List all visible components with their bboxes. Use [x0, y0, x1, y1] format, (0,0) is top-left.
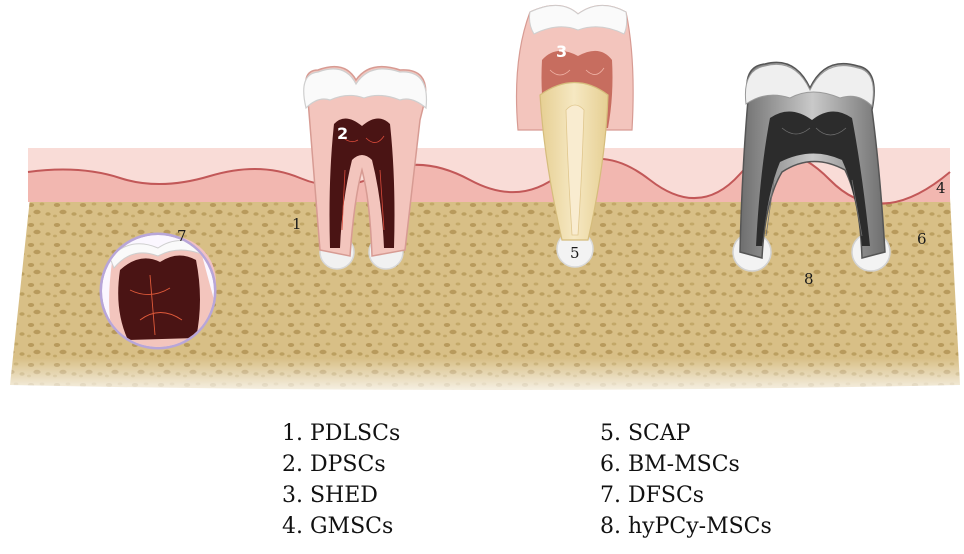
legend-item-scap: 5. SCAP [600, 418, 772, 449]
marker-4: 4 [936, 179, 946, 197]
legend-item-shed: 3. SHED [282, 480, 400, 511]
marker-6: 6 [917, 230, 927, 248]
marker-2: 2 [337, 124, 348, 143]
marker-3: 3 [556, 42, 567, 61]
legend-item-pdlscs: 1. PDLSCs [282, 418, 400, 449]
stem-cell-diagram: 1 2 3 4 5 6 7 8 [0, 0, 964, 400]
legend-item-dpscs: 2. DPSCs [282, 449, 400, 480]
marker-1: 1 [292, 215, 302, 233]
legend-item-bm-mscs: 6. BM-MSCs [600, 449, 772, 480]
legend-item-gmscs: 4. GMSCs [282, 511, 400, 542]
marker-8: 8 [804, 270, 814, 288]
legend-item-dfscs: 7. DFSCs [600, 480, 772, 511]
marker-7: 7 [177, 227, 187, 245]
dental-follicle-inset [101, 234, 216, 350]
legend-left-column: 1. PDLSCs 2. DPSCs 3. SHED 4. GMSCs [282, 418, 400, 542]
marker-5: 5 [570, 244, 580, 262]
legend-right-column: 5. SCAP 6. BM-MSCs 7. DFSCs 8. hyPCy-MSC… [600, 418, 772, 542]
legend-item-hypcy-mscs: 8. hyPCy-MSCs [600, 511, 772, 542]
